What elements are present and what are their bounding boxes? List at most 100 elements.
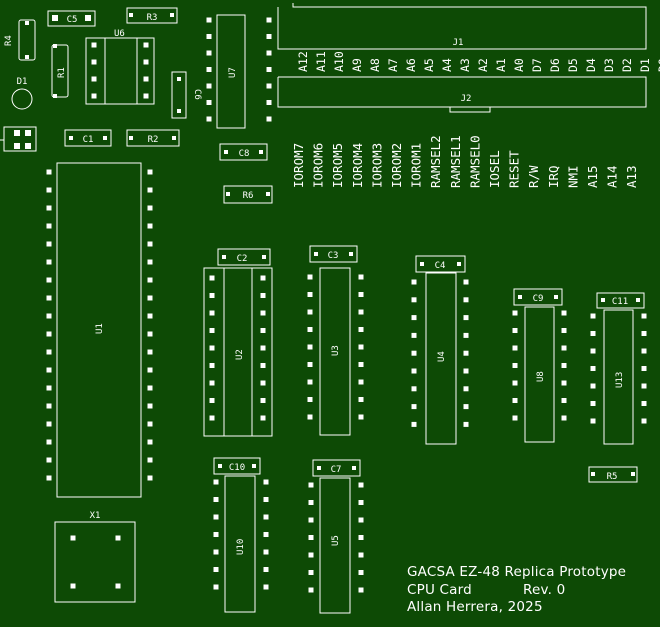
pad — [263, 567, 269, 572]
pad — [170, 13, 174, 17]
pad — [260, 293, 266, 298]
pad — [463, 350, 469, 356]
pad — [411, 315, 417, 321]
j2-signal-label-5: IOROM2 — [389, 143, 404, 188]
pad — [46, 313, 52, 319]
j2-signal-label-10: IOSEL — [487, 150, 502, 188]
j2-signal-label-2: IOROM5 — [330, 143, 345, 188]
pad — [411, 350, 417, 356]
pad — [263, 497, 269, 502]
capacitor-c7: C7 — [312, 459, 361, 477]
pad — [25, 130, 31, 136]
u3-label: U3 — [331, 345, 341, 356]
pad — [411, 386, 417, 392]
c5-label: C5 — [67, 15, 78, 25]
pad — [411, 404, 417, 410]
j2-signal-label-9: RAMSEL0 — [467, 135, 482, 188]
capacitor-c1: C1 — [64, 129, 112, 147]
pad — [358, 414, 364, 420]
pad — [554, 295, 558, 299]
pad — [561, 415, 567, 421]
pad — [91, 93, 97, 99]
pad — [46, 259, 52, 265]
resistor-r5: R5 — [588, 466, 638, 483]
pad — [53, 44, 57, 48]
ic-u3: U3 — [319, 267, 351, 436]
u6-label: U6 — [114, 29, 125, 39]
j2-signal-label-13: IRQ — [546, 165, 561, 188]
pad — [358, 482, 364, 488]
pad — [317, 466, 321, 470]
j2-signal-label-12: R/W — [526, 165, 541, 188]
pad — [213, 514, 219, 520]
pad — [307, 362, 313, 367]
pads-layer — [14, 13, 647, 593]
pad — [463, 297, 469, 303]
pad — [358, 587, 364, 593]
pad — [463, 315, 469, 321]
resistor-r6: R6 — [223, 185, 273, 204]
pad — [266, 83, 272, 89]
capacitor-c6: C6 — [171, 71, 202, 119]
pad — [147, 457, 153, 463]
pad — [147, 403, 153, 409]
ic-u13: U13 — [603, 309, 634, 445]
led-d1: D1 — [11, 77, 33, 110]
pad — [206, 50, 212, 56]
pad — [213, 549, 219, 555]
pad — [143, 93, 149, 99]
pad — [358, 535, 364, 540]
pad — [206, 17, 212, 23]
capacitor-c9: C9 — [513, 288, 563, 306]
pad — [590, 383, 596, 389]
pad — [147, 475, 153, 481]
ic-u2: U2 — [203, 267, 273, 437]
pad — [260, 328, 266, 333]
pad — [590, 348, 596, 354]
pad — [46, 295, 52, 301]
pad — [260, 275, 266, 281]
pad — [314, 252, 318, 256]
pad — [209, 345, 215, 351]
pad — [222, 255, 226, 259]
pad — [206, 100, 212, 105]
j2-signal-label-0: IOROM7 — [291, 143, 306, 188]
pad — [262, 255, 266, 259]
j1-pin-label-20: D0 — [656, 58, 660, 72]
pad — [561, 328, 567, 333]
c10-label: C10 — [229, 463, 245, 473]
pad — [206, 34, 212, 39]
pad — [46, 385, 52, 391]
ic-u7: U7 — [216, 14, 246, 129]
pad — [420, 262, 424, 266]
ic-u1: U1 — [56, 162, 142, 498]
pad — [358, 570, 364, 575]
pad — [590, 313, 596, 319]
u2-label: U2 — [235, 349, 245, 360]
pad — [147, 241, 153, 247]
j2-signal-label-14: NMI — [565, 165, 580, 188]
pad — [631, 472, 635, 476]
pad — [260, 310, 266, 316]
pad — [307, 274, 313, 280]
pad — [358, 500, 364, 505]
u10-label: U10 — [236, 539, 246, 555]
pad — [352, 466, 356, 470]
pad — [69, 136, 73, 140]
pad — [358, 552, 364, 558]
pad — [147, 169, 153, 175]
j1-pin-label-1: A11 — [314, 51, 328, 72]
pad — [213, 584, 219, 590]
pad — [213, 567, 219, 572]
pad — [358, 362, 364, 367]
pad — [307, 327, 313, 332]
pad — [147, 313, 153, 319]
crystal-x1: X1 — [54, 511, 136, 603]
board-revision: Rev. 0 — [523, 582, 566, 598]
pad — [308, 587, 314, 593]
j2-signal-label-16: A14 — [605, 165, 620, 188]
